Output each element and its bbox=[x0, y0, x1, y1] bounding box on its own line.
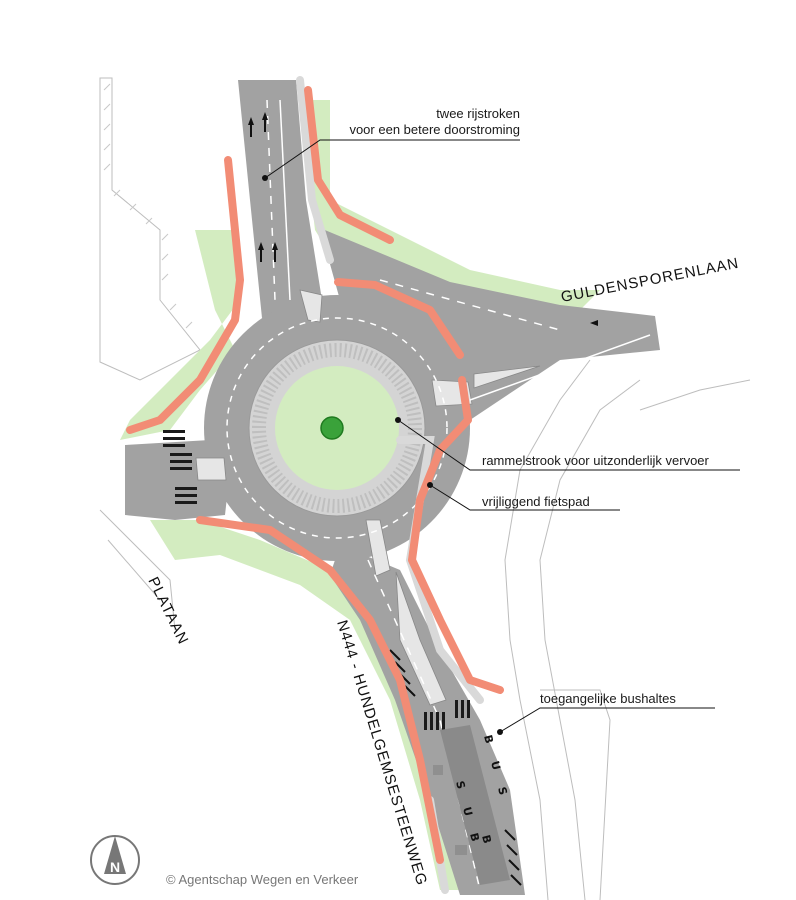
bus-marking-outer: B U S B bbox=[479, 734, 510, 845]
zebra-crossings bbox=[163, 430, 470, 730]
bus-marking-inner: S U B bbox=[453, 780, 482, 843]
annotation-rumble-strip: rammelstrook voor uitzonderlijk vervoer bbox=[482, 453, 710, 468]
compass-needle-icon bbox=[104, 836, 126, 874]
compass-letter: N bbox=[110, 859, 120, 875]
lane-arrows bbox=[248, 112, 598, 326]
road-name-plataan: PLATAAN bbox=[144, 574, 191, 647]
tree-icon bbox=[320, 416, 344, 440]
leader-lines bbox=[264, 139, 740, 733]
bus-letter: B bbox=[479, 834, 494, 845]
building-outline bbox=[99, 77, 201, 381]
lane-markings bbox=[226, 99, 651, 891]
bus-letter: U bbox=[460, 806, 475, 818]
rumble-strip-texture bbox=[252, 343, 422, 513]
annotation-bus-stops: toegangelijke bushaltes bbox=[540, 691, 676, 706]
credit-text: © Agentschap Wegen en Verkeer bbox=[166, 872, 359, 887]
bus-letter: S bbox=[495, 786, 510, 797]
leader-dots bbox=[262, 175, 503, 735]
annotation-lanes-line1: twee rijstroken bbox=[436, 106, 520, 121]
bus-letter: U bbox=[488, 760, 503, 772]
hatched-areas bbox=[389, 649, 522, 886]
annotation-cycle-path: vrijliggend fietspad bbox=[482, 494, 590, 509]
road-name-guldensporenlaan: GULDENSPORENLAAN bbox=[560, 255, 741, 306]
bus-letter: S bbox=[453, 780, 468, 791]
north-compass: N bbox=[90, 835, 140, 885]
cycle-paths bbox=[126, 86, 504, 864]
annotation-lanes-line2: voor een betere doorstroming bbox=[349, 122, 520, 137]
building-hatch bbox=[103, 83, 193, 329]
adjacent-road-lines bbox=[99, 359, 751, 900]
bus-letter: B bbox=[467, 832, 482, 843]
bus-lanes bbox=[433, 725, 510, 885]
bus-letter: B bbox=[481, 734, 496, 745]
